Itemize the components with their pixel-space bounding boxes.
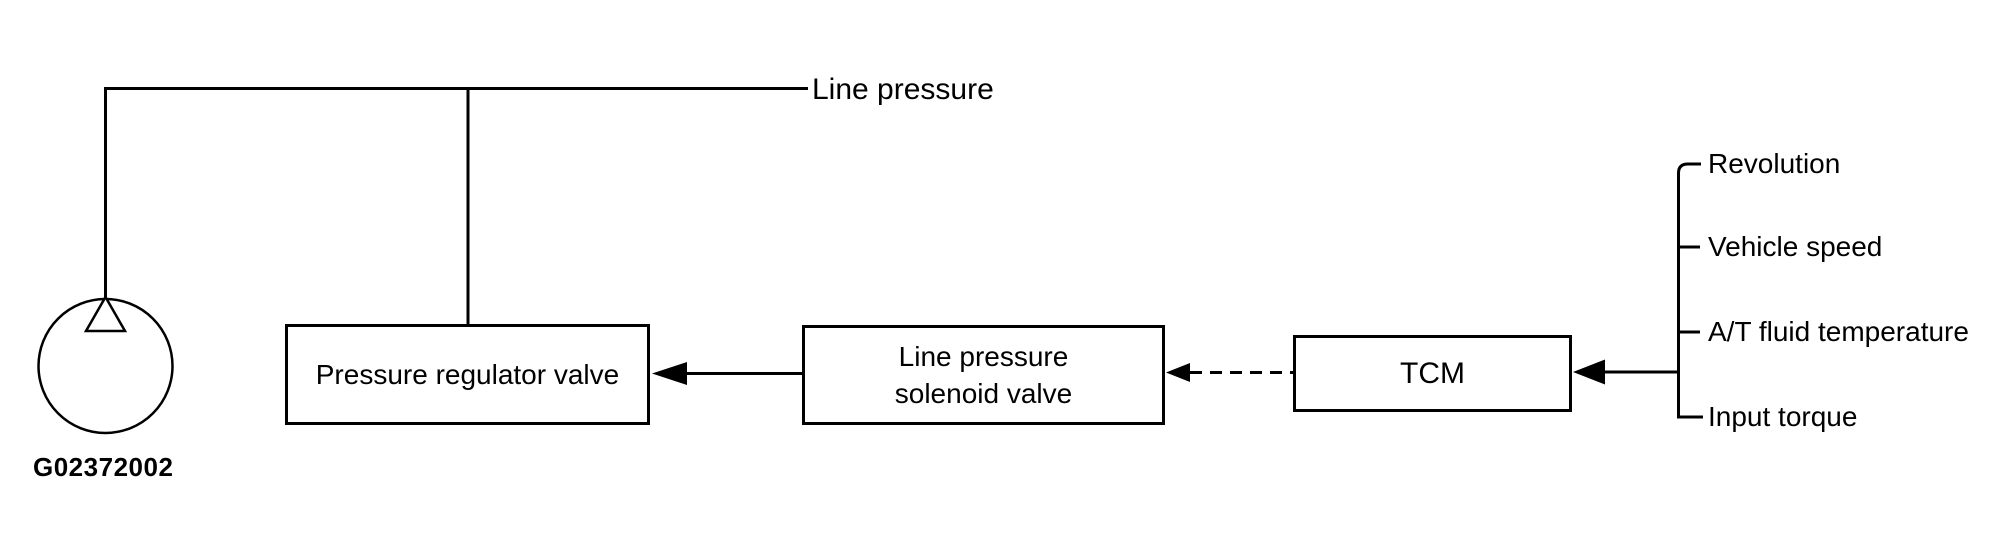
solenoid-valve-label-line2: solenoid valve <box>894 378 1073 409</box>
input-label-fluid-temperature: A/T fluid temperature <box>1708 316 1969 347</box>
line-pressure-label: Line pressure <box>812 73 994 106</box>
pump-triangle-icon <box>83 294 128 333</box>
tcm-label: TCM <box>1400 357 1465 390</box>
line-pressure-solenoid-valve-box: Line pressure solenoid valve <box>802 325 1165 425</box>
solenoid-valve-label-line1: Line pressure <box>898 341 1069 372</box>
inputs-to-tcm-arrowhead-icon <box>1573 359 1605 385</box>
input-label-vehicle-speed: Vehicle speed <box>1708 231 1883 262</box>
pressure-regulator-valve-box: Pressure regulator valve <box>285 324 650 425</box>
figure-id-label: G02372002 <box>33 452 174 482</box>
solenoid-to-regulator-arrowhead-icon <box>652 362 687 385</box>
input-label-revolution: Revolution <box>1708 148 1841 179</box>
tcm-inputs-bracket <box>1677 162 1703 419</box>
input-label-input-torque: Input torque <box>1708 401 1858 432</box>
pressure-regulator-valve-label: Pressure regulator valve <box>315 359 620 390</box>
tcm-to-solenoid-arrowhead-icon <box>1166 363 1190 382</box>
line-pressure-wire <box>104 87 808 299</box>
tcm-box: TCM <box>1293 335 1572 412</box>
